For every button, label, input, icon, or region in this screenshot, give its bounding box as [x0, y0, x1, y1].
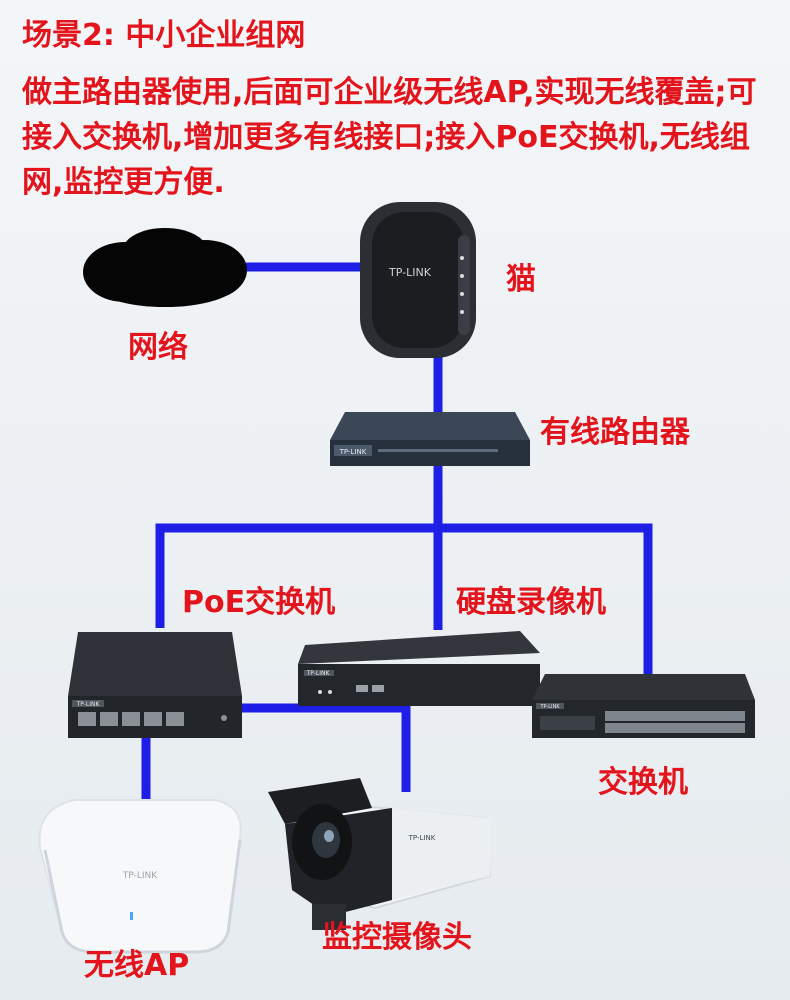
switch-brand: TP-LINK: [539, 704, 560, 710]
scenario-description: 做主路由器使用,后面可企业级无线AP,实现无线覆盖;可接入交换机,增加更多有线接…: [22, 75, 757, 200]
internet-label: 网络: [128, 330, 188, 365]
nvr-brand: TP-LINK: [306, 670, 331, 677]
poe-switch-brand: TP-LINK: [76, 701, 101, 708]
page-title: 场景2: 中小企业组网: [22, 18, 306, 53]
link-bus: [155, 523, 653, 678]
camera-icon: TP-LINK: [268, 778, 492, 930]
camera-brand: TP-LINK: [408, 834, 436, 842]
modem-icon: TP-LINK: [360, 202, 476, 358]
router-icon: TP-LINK: [330, 412, 530, 466]
router-label: 有线路由器: [540, 415, 690, 450]
wireless-ap-icon: TP-LINK: [38, 799, 242, 954]
link-poe-camera: [242, 703, 411, 792]
modem-label: 猫: [506, 262, 536, 297]
wireless-ap-label: 无线AP: [84, 948, 190, 983]
nvr-label: 硬盘录像机: [456, 585, 606, 620]
ap-brand: TP-LINK: [122, 871, 158, 881]
cloud-icon: [83, 228, 247, 307]
modem-brand: TP-LINK: [388, 266, 432, 279]
connection-lines: [141, 262, 653, 800]
switch-label: 交换机: [598, 765, 688, 800]
poe-switch-icon: TP-LINK: [68, 632, 242, 738]
nvr-icon: TP-LINK: [298, 631, 540, 706]
camera-label: 监控摄像头: [322, 920, 472, 955]
switch-icon: TP-LINK: [532, 674, 755, 738]
router-brand: TP-LINK: [339, 448, 367, 456]
poe-switch-label: PoE交换机: [182, 585, 336, 620]
